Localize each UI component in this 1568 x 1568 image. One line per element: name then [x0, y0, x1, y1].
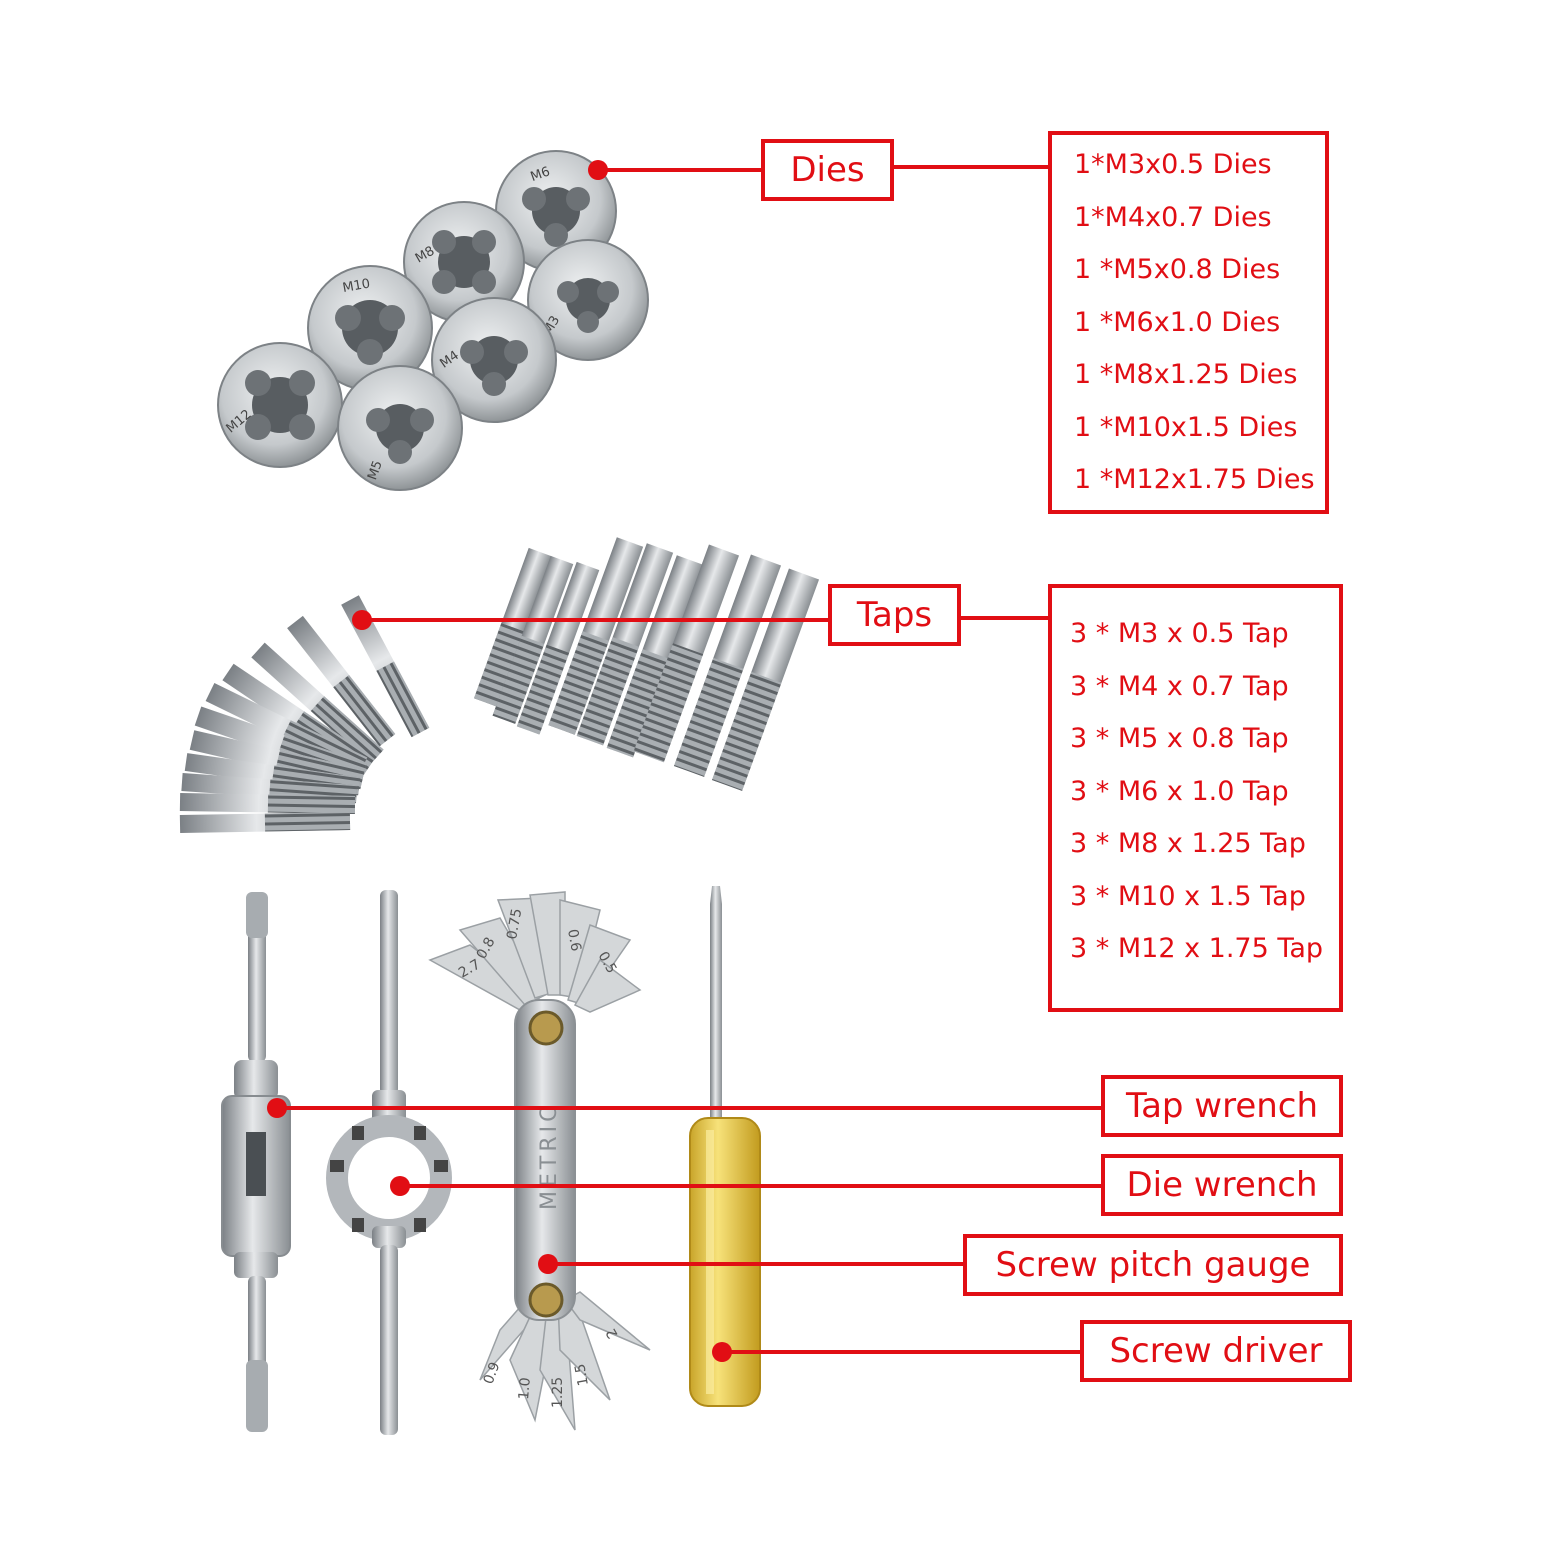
gauge-blade-label: 1.5	[572, 1362, 592, 1387]
screw-pitch-gauge-label-text: Screw pitch gauge	[995, 1245, 1311, 1285]
taps-spec-item: 3 * M6 x 1.0 Tap	[1070, 776, 1289, 807]
dies-spec-item: 1*M4x0.7 Dies	[1074, 202, 1272, 233]
taps-label: Taps	[828, 584, 961, 646]
screw-driver-label: Screw driver	[1080, 1320, 1352, 1382]
taps-spec-item: 3 * M12 x 1.75 Tap	[1070, 933, 1324, 964]
taps-row-illustration	[474, 537, 820, 791]
taps-spec-item: 3 * M5 x 0.8 Tap	[1070, 723, 1289, 754]
die-m4: M4	[431, 297, 557, 423]
taps-spec-item: 3 * M4 x 0.7 Tap	[1070, 671, 1289, 702]
die-m5: M5	[337, 365, 463, 491]
tap-wrench-label: Tap wrench	[1101, 1075, 1343, 1137]
taps-fan-illustration	[179, 595, 430, 833]
dies-spec-item: 1 *M6x1.0 Dies	[1074, 307, 1281, 338]
screw-pitch-gauge-illustration: METRIC 2.7 0.8 0.75 0.6 0.5 0.9 1.0 1.25…	[428, 891, 651, 1431]
gauge-blade-label: 0.6	[564, 928, 584, 953]
die-wrench-label-text: Die wrench	[1126, 1165, 1318, 1205]
gauge-blade-label: 0.9	[481, 1360, 504, 1386]
dies-spec-item: 1*M3x0.5 Dies	[1074, 149, 1272, 180]
die-m8: M8	[403, 201, 525, 323]
dies-spec-item: 1 *M12x1.75 Dies	[1074, 464, 1315, 495]
tap-wrench-label-text: Tap wrench	[1125, 1086, 1319, 1126]
die-label-m10: M10	[341, 276, 371, 296]
dies-spec-list: 1*M3x0.5 Dies 1*M4x0.7 Dies 1 *M5x0.8 Di…	[1048, 131, 1329, 514]
screwdriver-illustration	[689, 886, 761, 1407]
dies-spec-item: 1 *M5x0.8 Dies	[1074, 254, 1281, 285]
dies-label: Dies	[761, 139, 894, 201]
gauge-brand-text: METRIC	[537, 1103, 562, 1210]
gauge-blade-label: 1.0	[516, 1377, 534, 1401]
die-m3: M3	[527, 239, 649, 361]
dies-label-text: Dies	[790, 150, 865, 190]
taps-spec-item: 3 * M8 x 1.25 Tap	[1070, 828, 1306, 859]
dies-illustration: M6 M8 M3 M10 M4	[217, 150, 649, 491]
die-wrench-illustration	[326, 890, 452, 1435]
tap-wrench-illustration	[221, 892, 291, 1432]
die-m10: M10	[307, 265, 433, 391]
die-label-m6: M6	[529, 164, 552, 185]
taps-spec-item: 3 * M3 x 0.5 Tap	[1070, 618, 1289, 649]
die-m6: M6	[495, 150, 617, 272]
taps-label-text: Taps	[856, 595, 933, 635]
screw-pitch-gauge-label: Screw pitch gauge	[963, 1234, 1343, 1296]
callout-connectors	[267, 160, 1103, 1362]
gauge-blade-label: 1.25	[550, 1377, 566, 1408]
taps-spec-list: 3 * M3 x 0.5 Tap 3 * M4 x 0.7 Tap 3 * M5…	[1048, 584, 1343, 1012]
gauge-blade-label: 0.75	[504, 907, 525, 940]
die-label-m5: M5	[365, 459, 386, 482]
taps-spec-item: 3 * M10 x 1.5 Tap	[1070, 881, 1306, 912]
die-m12: M12	[217, 342, 343, 468]
die-wrench-label: Die wrench	[1101, 1154, 1343, 1216]
dies-spec-item: 1 *M10x1.5 Dies	[1074, 412, 1298, 443]
screw-driver-label-text: Screw driver	[1109, 1331, 1323, 1371]
dies-spec-item: 1 *M8x1.25 Dies	[1074, 359, 1298, 390]
